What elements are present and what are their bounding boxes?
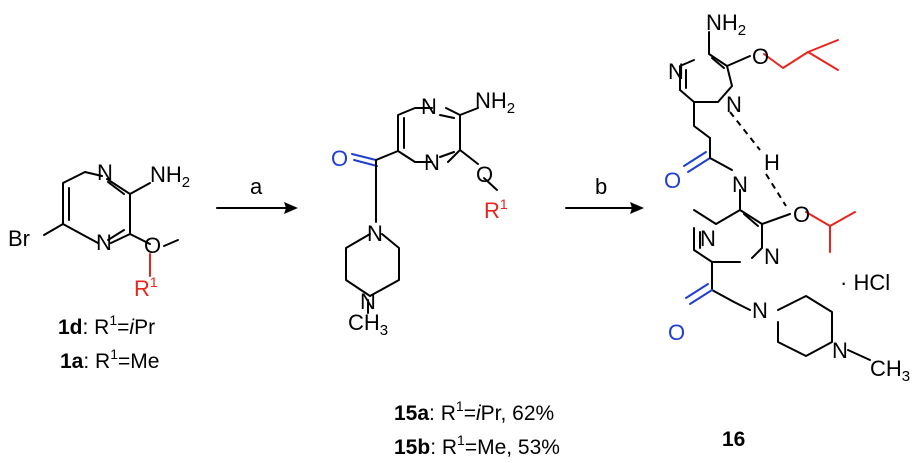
- atom-n: N: [367, 221, 383, 246]
- atom-ch3: CH3: [348, 310, 388, 339]
- atom-br: Br: [8, 226, 30, 251]
- atom-o: O: [144, 233, 161, 258]
- atom-ch3: CH3: [870, 356, 910, 385]
- arrow-b: b: [565, 174, 644, 214]
- atom-o-carbonyl: O: [331, 146, 348, 171]
- atom-r1: R1: [134, 274, 158, 301]
- label-15a: 15a: R1=iPr, 62%: [394, 398, 554, 425]
- atom-n: N: [700, 226, 716, 251]
- atom-n: N: [726, 92, 742, 117]
- atom-r1: R1: [484, 196, 508, 223]
- label-15b: 15b: R1=Me, 53%: [394, 432, 560, 459]
- atom-o: O: [476, 162, 493, 187]
- reagent-a: a: [250, 174, 263, 199]
- label-16: 16: [722, 428, 745, 451]
- label-1d: 1d: R1=iPr: [58, 312, 155, 339]
- atom-nh2: NH2: [150, 162, 190, 191]
- atom-n: N: [668, 59, 684, 84]
- atom-n: N: [97, 160, 113, 185]
- atom-o-carbonyl: O: [668, 320, 685, 345]
- structure-1: N N NH2 O Br R1: [8, 160, 190, 301]
- atom-n: N: [421, 94, 437, 119]
- atom-nh2: NH2: [475, 88, 515, 117]
- atom-nh: N: [732, 172, 748, 197]
- atom-nh2: NH2: [706, 10, 746, 39]
- atom-n: N: [96, 230, 112, 255]
- structure-16: NH2 N N O O N H O N N O N N CH3 · HCl: [664, 10, 910, 385]
- atom-o: O: [793, 202, 810, 227]
- atom-n: N: [832, 338, 848, 363]
- atom-o-carbonyl: O: [664, 168, 681, 193]
- atom-h: H: [764, 150, 780, 175]
- reagent-b: b: [595, 174, 607, 199]
- structure-15: N N NH2 O O N N CH3 R1: [331, 88, 515, 339]
- hcl-salt: · HCl: [840, 270, 890, 295]
- atom-n: N: [752, 298, 768, 323]
- atom-n: N: [764, 244, 780, 269]
- arrow-a: a: [216, 174, 298, 214]
- atom-o: O: [752, 44, 769, 69]
- atom-n: N: [424, 150, 440, 175]
- atom-n: N: [360, 289, 376, 314]
- label-1a: 1a: R1=Me: [60, 346, 159, 373]
